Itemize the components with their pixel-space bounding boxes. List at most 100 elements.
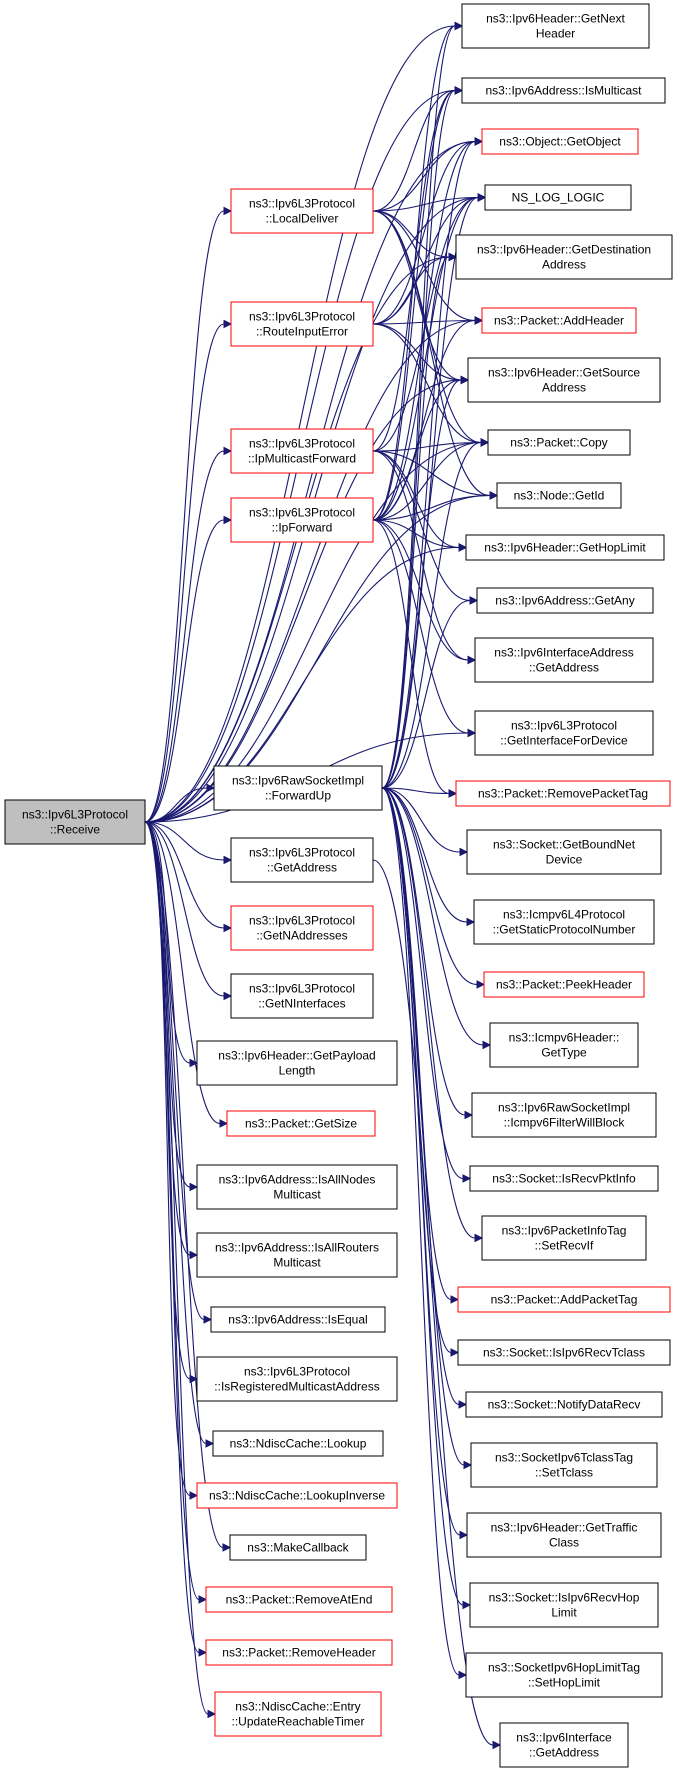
node-icmpv6-header-get-type[interactable]: ns3::Icmpv6Header::GetType bbox=[489, 1022, 639, 1068]
node-is-recv-pkt-info[interactable]: ns3::Socket::IsRecvPktInfo bbox=[469, 1165, 659, 1192]
node-is-multicast[interactable]: ns3::Ipv6Address::IsMulticast bbox=[461, 77, 666, 104]
node-get-ninterfaces[interactable]: ns3::Ipv6L3Protocol::GetNInterfaces bbox=[230, 973, 374, 1019]
node-box bbox=[196, 1232, 398, 1278]
node-remove-packet-tag[interactable]: ns3::Packet::RemovePacketTag bbox=[455, 780, 671, 807]
node-get-any[interactable]: ns3::Ipv6Address::GetAny bbox=[476, 587, 654, 614]
node-box bbox=[474, 637, 654, 683]
edge-receive-to-ndisc_lookup bbox=[144, 821, 215, 1448]
node-node-get-id[interactable]: ns3::Node::GetId bbox=[496, 482, 622, 509]
node-box bbox=[461, 3, 650, 49]
node-box bbox=[196, 1040, 398, 1086]
node-label-line: Device bbox=[546, 853, 583, 867]
node-label-line: ns3::Ipv6L3Protocol bbox=[249, 310, 355, 324]
node-label-line: ns3::Ipv6L3Protocol bbox=[249, 982, 355, 996]
node-update-reachable-timer[interactable]: ns3::NdiscCache::Entry::UpdateReachableT… bbox=[214, 1691, 382, 1737]
edge-receive-to-raw_forward_up bbox=[144, 783, 216, 823]
node-local-deliver[interactable]: ns3::Ipv6L3Protocol::LocalDeliver bbox=[230, 188, 374, 234]
node-box bbox=[230, 905, 374, 951]
node-label-line: ns3::MakeCallback bbox=[247, 1541, 349, 1555]
node-add-header[interactable]: ns3::Packet::AddHeader bbox=[481, 307, 637, 334]
node-get-naddresses[interactable]: ns3::Ipv6L3Protocol::GetNAddresses bbox=[230, 905, 374, 951]
node-ipv6-interface-get-address[interactable]: ns3::Ipv6Interface::GetAddress bbox=[499, 1722, 629, 1768]
node-remove-at-end[interactable]: ns3::Packet::RemoveAtEnd bbox=[205, 1586, 393, 1613]
node-packet-copy[interactable]: ns3::Packet::Copy bbox=[487, 429, 631, 456]
node-ndisc-lookup[interactable]: ns3::NdiscCache::Lookup bbox=[212, 1430, 384, 1457]
node-add-packet-tag[interactable]: ns3::Packet::AddPacketTag bbox=[457, 1286, 671, 1313]
node-label-line: ns3::Socket::IsIpv6RecvTclass bbox=[483, 1346, 645, 1360]
node-packet-info-tag-set-recv-if[interactable]: ns3::Ipv6PacketInfoTag::SetRecvIf bbox=[481, 1215, 647, 1261]
node-receive[interactable]: ns3::Ipv6L3Protocol::Receive bbox=[4, 799, 146, 845]
node-notify-data-recv[interactable]: ns3::Socket::NotifyDataRecv bbox=[465, 1391, 663, 1418]
node-box bbox=[214, 1691, 382, 1737]
node-label-line: ns3::Socket::GetBoundNet bbox=[493, 838, 636, 852]
node-label-line: ns3::SocketIpv6HopLimitTag bbox=[488, 1661, 640, 1675]
node-make-callback[interactable]: ns3::MakeCallback bbox=[229, 1534, 367, 1561]
node-label-line: Address bbox=[542, 258, 586, 272]
node-label-line: GetType bbox=[541, 1046, 587, 1060]
node-ip-forward[interactable]: ns3::Ipv6L3Protocol::IpForward bbox=[230, 497, 374, 543]
node-label-line: ::GetAddress bbox=[529, 661, 599, 675]
node-get-address[interactable]: ns3::Ipv6L3Protocol::GetAddress bbox=[230, 837, 374, 883]
node-box bbox=[230, 973, 374, 1019]
node-label-line: ::RouteInputError bbox=[256, 325, 348, 339]
node-box bbox=[4, 799, 146, 845]
node-iface-address-get-address[interactable]: ns3::Ipv6InterfaceAddress::GetAddress bbox=[474, 637, 654, 683]
edge-receive-to-get_payload_length bbox=[144, 821, 199, 1068]
node-label-line: ::SetHopLimit bbox=[528, 1676, 601, 1690]
node-label-line: ns3::Ipv6Address::IsEqual bbox=[228, 1313, 367, 1327]
node-raw-forward-up[interactable]: ns3::Ipv6RawSocketImpl::ForwardUp bbox=[213, 765, 383, 811]
node-icmpv6-get-static-protocol-number[interactable]: ns3::Icmpv6L4Protocol::GetStaticProtocol… bbox=[473, 899, 655, 945]
node-box bbox=[230, 188, 374, 234]
node-label-line: ns3::Ipv6L3Protocol bbox=[249, 846, 355, 860]
edge-raw_forward_up-to-remove_packet_tag bbox=[381, 787, 458, 798]
node-is-equal[interactable]: ns3::Ipv6Address::IsEqual bbox=[210, 1306, 386, 1333]
node-ndisc-lookup-inverse[interactable]: ns3::NdiscCache::LookupInverse bbox=[196, 1482, 398, 1509]
node-get-hop-limit[interactable]: ns3::Ipv6Header::GetHopLimit bbox=[465, 534, 665, 561]
node-box bbox=[461, 77, 666, 104]
edge-raw_forward_up-to-get_destination_address bbox=[381, 252, 458, 789]
node-get-size[interactable]: ns3::Packet::GetSize bbox=[226, 1110, 376, 1137]
node-label-line: ns3::Ipv6L3Protocol bbox=[249, 197, 355, 211]
node-get-object[interactable]: ns3::Object::GetObject bbox=[481, 128, 639, 155]
node-route-input-error[interactable]: ns3::Ipv6L3Protocol::RouteInputError bbox=[230, 301, 374, 347]
node-label-line: ns3::Packet::GetSize bbox=[245, 1117, 357, 1131]
edge-raw_forward_up-to-packet_copy bbox=[381, 438, 490, 789]
node-get-interface-for-device[interactable]: ns3::Ipv6L3Protocol::GetInterfaceForDevi… bbox=[474, 710, 654, 756]
node-label-line: ns3::Ipv6RawSocketImpl bbox=[232, 774, 364, 788]
node-box bbox=[469, 1165, 659, 1192]
node-box bbox=[230, 837, 374, 883]
node-box bbox=[226, 1110, 376, 1137]
node-is-registered-multicast[interactable]: ns3::Ipv6L3Protocol::IsRegisteredMultica… bbox=[196, 1356, 398, 1402]
node-label-line: ns3::Socket::IsIpv6RecvHop bbox=[489, 1591, 640, 1605]
node-box bbox=[469, 1582, 659, 1628]
node-peek-header[interactable]: ns3::Packet::PeekHeader bbox=[483, 971, 645, 998]
node-ns-log-logic[interactable]: NS_LOG_LOGIC bbox=[484, 184, 632, 211]
node-label-line: ns3::NdiscCache::Entry bbox=[235, 1700, 360, 1714]
node-label-line: ns3::Socket::IsRecvPktInfo bbox=[492, 1172, 636, 1186]
node-ip-multicast-forward[interactable]: ns3::Ipv6L3Protocol::IpMulticastForward bbox=[230, 428, 374, 474]
node-label-line: ns3::Socket::NotifyDataRecv bbox=[488, 1398, 641, 1412]
node-label-line: ::GetInterfaceForDevice bbox=[500, 734, 628, 748]
node-label-line: ::GetAddress bbox=[529, 1746, 599, 1760]
edge-receive-to-ip_multicast_forward bbox=[144, 446, 233, 823]
node-label-line: ns3::Ipv6Address::IsAllRouters bbox=[215, 1241, 379, 1255]
node-label-line: ns3::Ipv6Header::GetSource bbox=[488, 366, 640, 380]
node-box bbox=[499, 1722, 629, 1768]
node-is-ipv6-recv-tclass[interactable]: ns3::Socket::IsIpv6RecvTclass bbox=[457, 1339, 671, 1366]
edge-receive-to-get_naddresses bbox=[144, 821, 233, 933]
node-hop-limit-tag-set-hop-limit[interactable]: ns3::SocketIpv6HopLimitTag::SetHopLimit bbox=[465, 1652, 663, 1698]
node-tclass-tag-set-tclass[interactable]: ns3::SocketIpv6TclassTag::SetTclass bbox=[470, 1442, 658, 1488]
edge-raw_forward_up-to-hop_limit_tag_set_hop_limit bbox=[381, 787, 468, 1680]
node-box bbox=[481, 128, 639, 155]
node-remove-header[interactable]: ns3::Packet::RemoveHeader bbox=[205, 1639, 393, 1666]
node-icmpv6-filter-will-block[interactable]: ns3::Ipv6RawSocketImpl::Icmpv6FilterWill… bbox=[471, 1092, 657, 1138]
